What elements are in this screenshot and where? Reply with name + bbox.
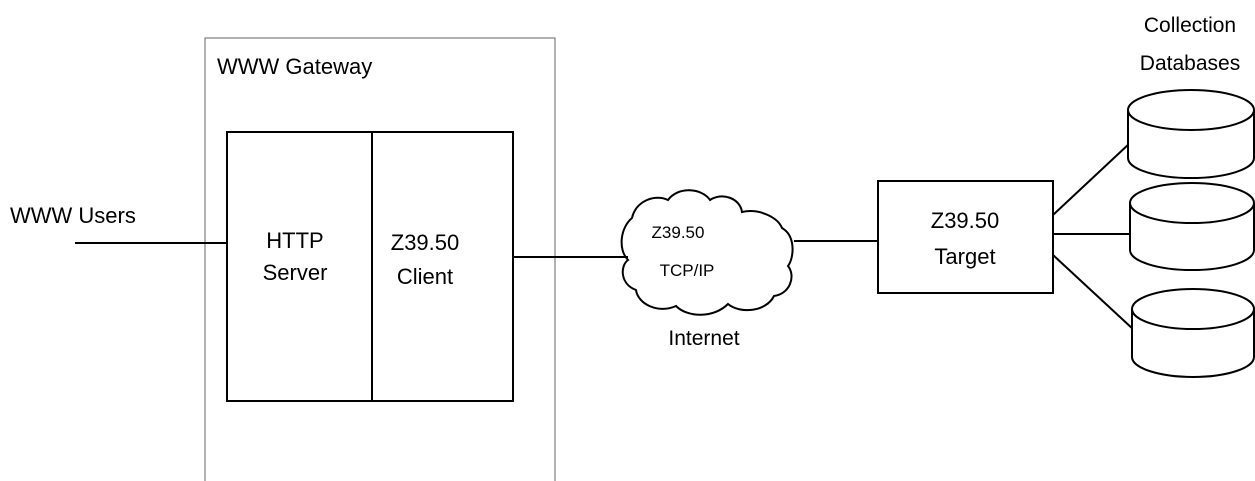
gateway-frame — [204, 37, 556, 481]
internet-label: Internet — [668, 327, 740, 350]
database-cylinder — [1127, 89, 1255, 179]
databases-label-line2: Databases — [1139, 52, 1241, 75]
z3950-target-label-line1: Z39.50 — [930, 208, 1000, 233]
internet-cloud-label-line2: TCP/IP — [659, 261, 715, 280]
z3950-target-label-line2: Target — [934, 244, 996, 269]
db-connector-top — [1052, 142, 1131, 216]
database-cylinder — [1131, 288, 1255, 378]
z3950-target-box — [877, 180, 1054, 294]
z3950-client-label-line1: Z39.50 — [390, 230, 460, 255]
users-label: WWW Users — [10, 203, 136, 228]
gateway-inner-box — [226, 131, 514, 402]
http-server-label-line1: HTTP — [266, 228, 324, 253]
http-server-label-line2: Server — [262, 260, 328, 285]
internet-cloud — [620, 189, 794, 316]
databases-label-line1: Collection — [1143, 14, 1237, 37]
z3950-client-label-line2: Client — [396, 264, 454, 289]
gateway-title: WWW Gateway — [217, 54, 373, 79]
db-connector-bottom — [1052, 254, 1135, 331]
database-cylinder — [1129, 182, 1255, 271]
internet-cloud-label-line1: Z39.50 — [651, 223, 705, 242]
